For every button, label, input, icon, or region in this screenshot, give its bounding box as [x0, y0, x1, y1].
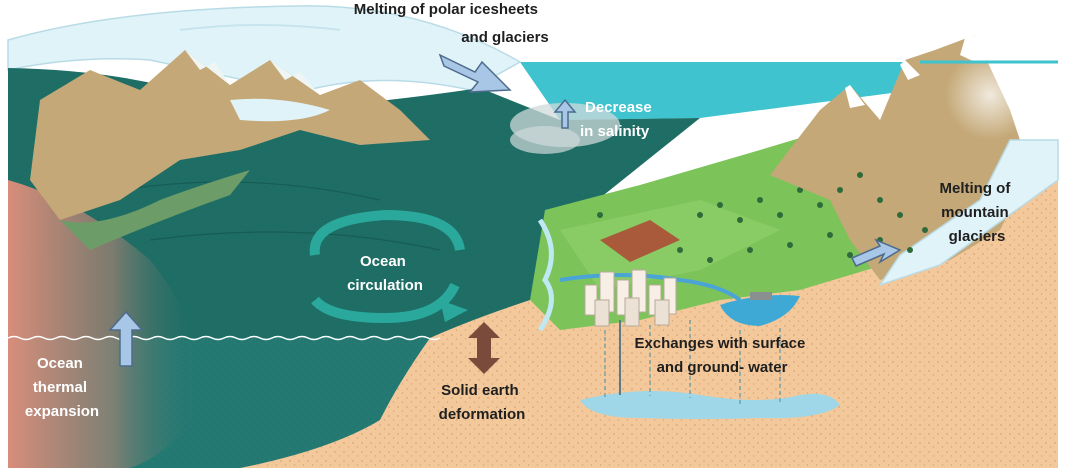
- thermal-expansion-arrow: [108, 310, 144, 367]
- groundwater-aquifer: [580, 320, 840, 419]
- river: [537, 218, 554, 332]
- polar-ice-sheet: [7, 5, 522, 93]
- ocean-circulation-arrow: [309, 209, 468, 324]
- label-exchanges: Exchanges with surface and ground- water: [634, 335, 809, 376]
- right-mountains: [770, 35, 1059, 287]
- city-buildings: [584, 269, 677, 327]
- solid-earth-arrow: [468, 322, 500, 374]
- polar-melt-arrow: [438, 53, 512, 93]
- label-mountain-melt: Melting of mountain glaciers: [940, 180, 1015, 245]
- label-thermal-expansion: Ocean thermal expansion: [25, 355, 99, 420]
- label-solid-earth: Solid earth deformation: [439, 382, 526, 423]
- label-salinity: Decrease in salinity: [580, 99, 656, 140]
- left-mountains: [30, 50, 430, 250]
- label-ocean-circulation: Ocean circulation: [347, 253, 423, 294]
- far-sea: [520, 62, 920, 120]
- label-polar-melt: Melting of polar icesheets and glaciers: [354, 1, 549, 46]
- salinity-arrow: [553, 98, 577, 129]
- reservoir: [720, 292, 800, 326]
- farm-field: [600, 220, 680, 262]
- mountain-melt-arrow: [850, 238, 902, 267]
